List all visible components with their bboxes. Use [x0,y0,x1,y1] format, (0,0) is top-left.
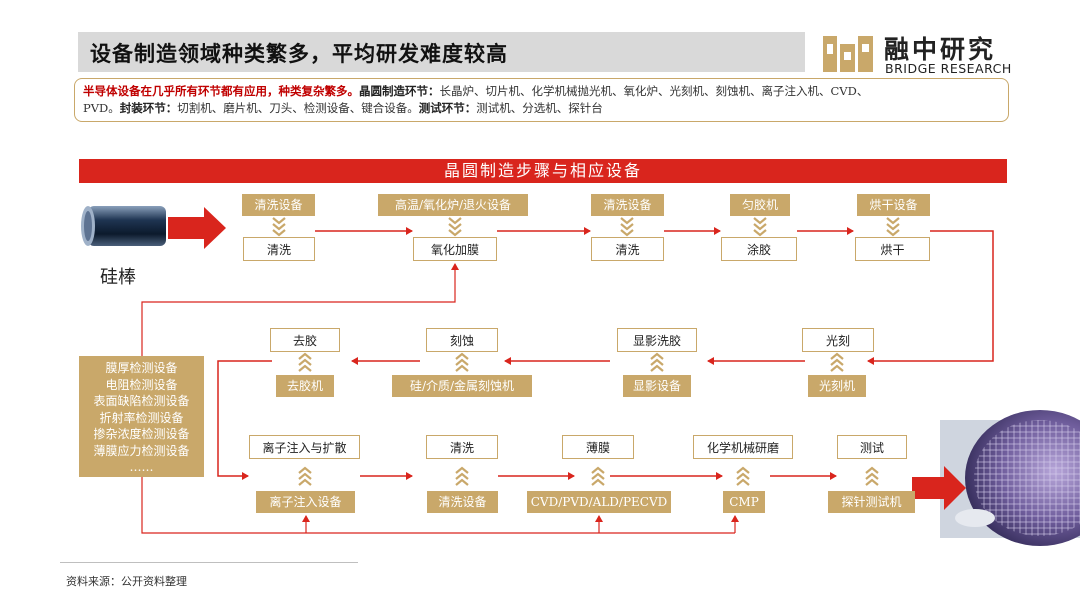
step-drying: 烘干 [855,237,930,261]
inspection-item: 折射率检测设备 [99,410,184,425]
inspection-item: …… [129,460,154,474]
summary-wafer-label: 晶圆制造环节： [359,84,440,98]
footer-divider [60,562,358,563]
equipment-dryer: 烘干设备 [857,194,930,216]
inspection-item: 掺杂浓度检测设备 [93,427,190,441]
step-lithography: 光刻 [802,328,874,352]
silicon-rod-image [81,206,166,246]
summary-wafer-text-cont: PVD。 [83,101,120,115]
equipment-cleaning-1: 清洗设备 [242,194,315,216]
inspection-item: 膜厚检测设备 [105,361,178,375]
step-develop: 显影洗胶 [617,328,697,352]
equipment-cmp: CMP [723,491,765,513]
summary-test-label: 测试环节： [418,101,477,115]
diagram-banner [79,159,1007,183]
equipment-deposition: CVD/PVD/ALD/PECVD [527,491,671,513]
logo-icon [823,36,873,72]
summary-wafer-text: 长晶炉、切片机、化学机械抛光机、氧化炉、光刻机、刻蚀机、离子注入机、CVD、 [439,84,869,98]
step-oxidation: 氧化加膜 [413,237,497,261]
rod-arrow-icon [168,207,226,249]
inspection-equipment-box: 膜厚检测设备 电阻检测设备 表面缺陷检测设备 折射率检测设备 掺杂浓度检测设备 … [79,356,204,477]
equipment-lithography: 光刻机 [808,375,866,397]
equipment-cleaning-2: 清洗设备 [591,194,664,216]
title-bar [78,32,805,72]
step-thin-film: 薄膜 [562,435,634,459]
equipment-coater: 匀胶机 [730,194,790,216]
step-etch: 刻蚀 [426,328,498,352]
equipment-etcher: 硅/介质/金属刻蚀机 [392,375,532,397]
summary-package-text: 切割机、磨片机、刀头、检测设备、键合设备。 [177,101,419,115]
step-strip: 去胶 [270,328,340,352]
step-coating: 涂胶 [721,237,797,261]
inspection-item: 电阻检测设备 [105,377,178,392]
equipment-probe-tester: 探针测试机 [828,491,915,513]
chevron-up-icons-row3 [298,466,879,486]
diagram-banner-text: 晶圆制造步骤与相应设备 [443,161,642,180]
summary-test-text: 测试机、分选机、探针台 [476,101,603,115]
wafer-image [940,410,1080,546]
summary-highlight: 半导体设备在几乎所有环节都有应用，种类复杂繁多。 [83,84,359,98]
step-cmp: 化学机械研磨 [693,435,793,459]
inspection-item: 表面缺陷检测设备 [93,394,190,408]
source-note: 资料来源：公开资料整理 [66,575,187,588]
logo-text-cn: 融中研究 [884,35,997,64]
summary-package-label: 封装环节： [119,101,178,115]
step-cleaning-3: 清洗 [426,435,498,459]
step-cleaning-1: 清洗 [243,237,315,261]
inspection-item: 薄膜应力检测设备 [93,443,190,458]
chevron-up-icons [298,352,844,372]
step-test: 测试 [837,435,907,459]
wafer-arrow-icon [912,466,966,510]
equipment-cleaning-3: 清洗设备 [427,491,498,513]
page-title: 设备制造领域种类繁多，平均研发难度较高 [90,42,508,66]
equipment-developer: 显影设备 [623,375,691,397]
equipment-stripper: 去胶机 [276,375,334,397]
silicon-rod-label: 硅棒 [100,267,136,288]
chevron-down-icons [272,217,900,237]
logo-text-en: BRIDGE RESEARCH [885,61,1012,76]
equipment-ion-implanter: 离子注入设备 [256,491,355,513]
step-implant-diffusion: 离子注入与扩散 [249,435,360,459]
step-cleaning-2: 清洗 [591,237,664,261]
equipment-oxidation-furnace: 高温/氧化炉/退火设备 [378,194,528,216]
summary-box: 半导体设备在几乎所有环节都有应用，种类复杂繁多。晶圆制造环节：长晶炉、切片机、化… [74,78,1009,122]
